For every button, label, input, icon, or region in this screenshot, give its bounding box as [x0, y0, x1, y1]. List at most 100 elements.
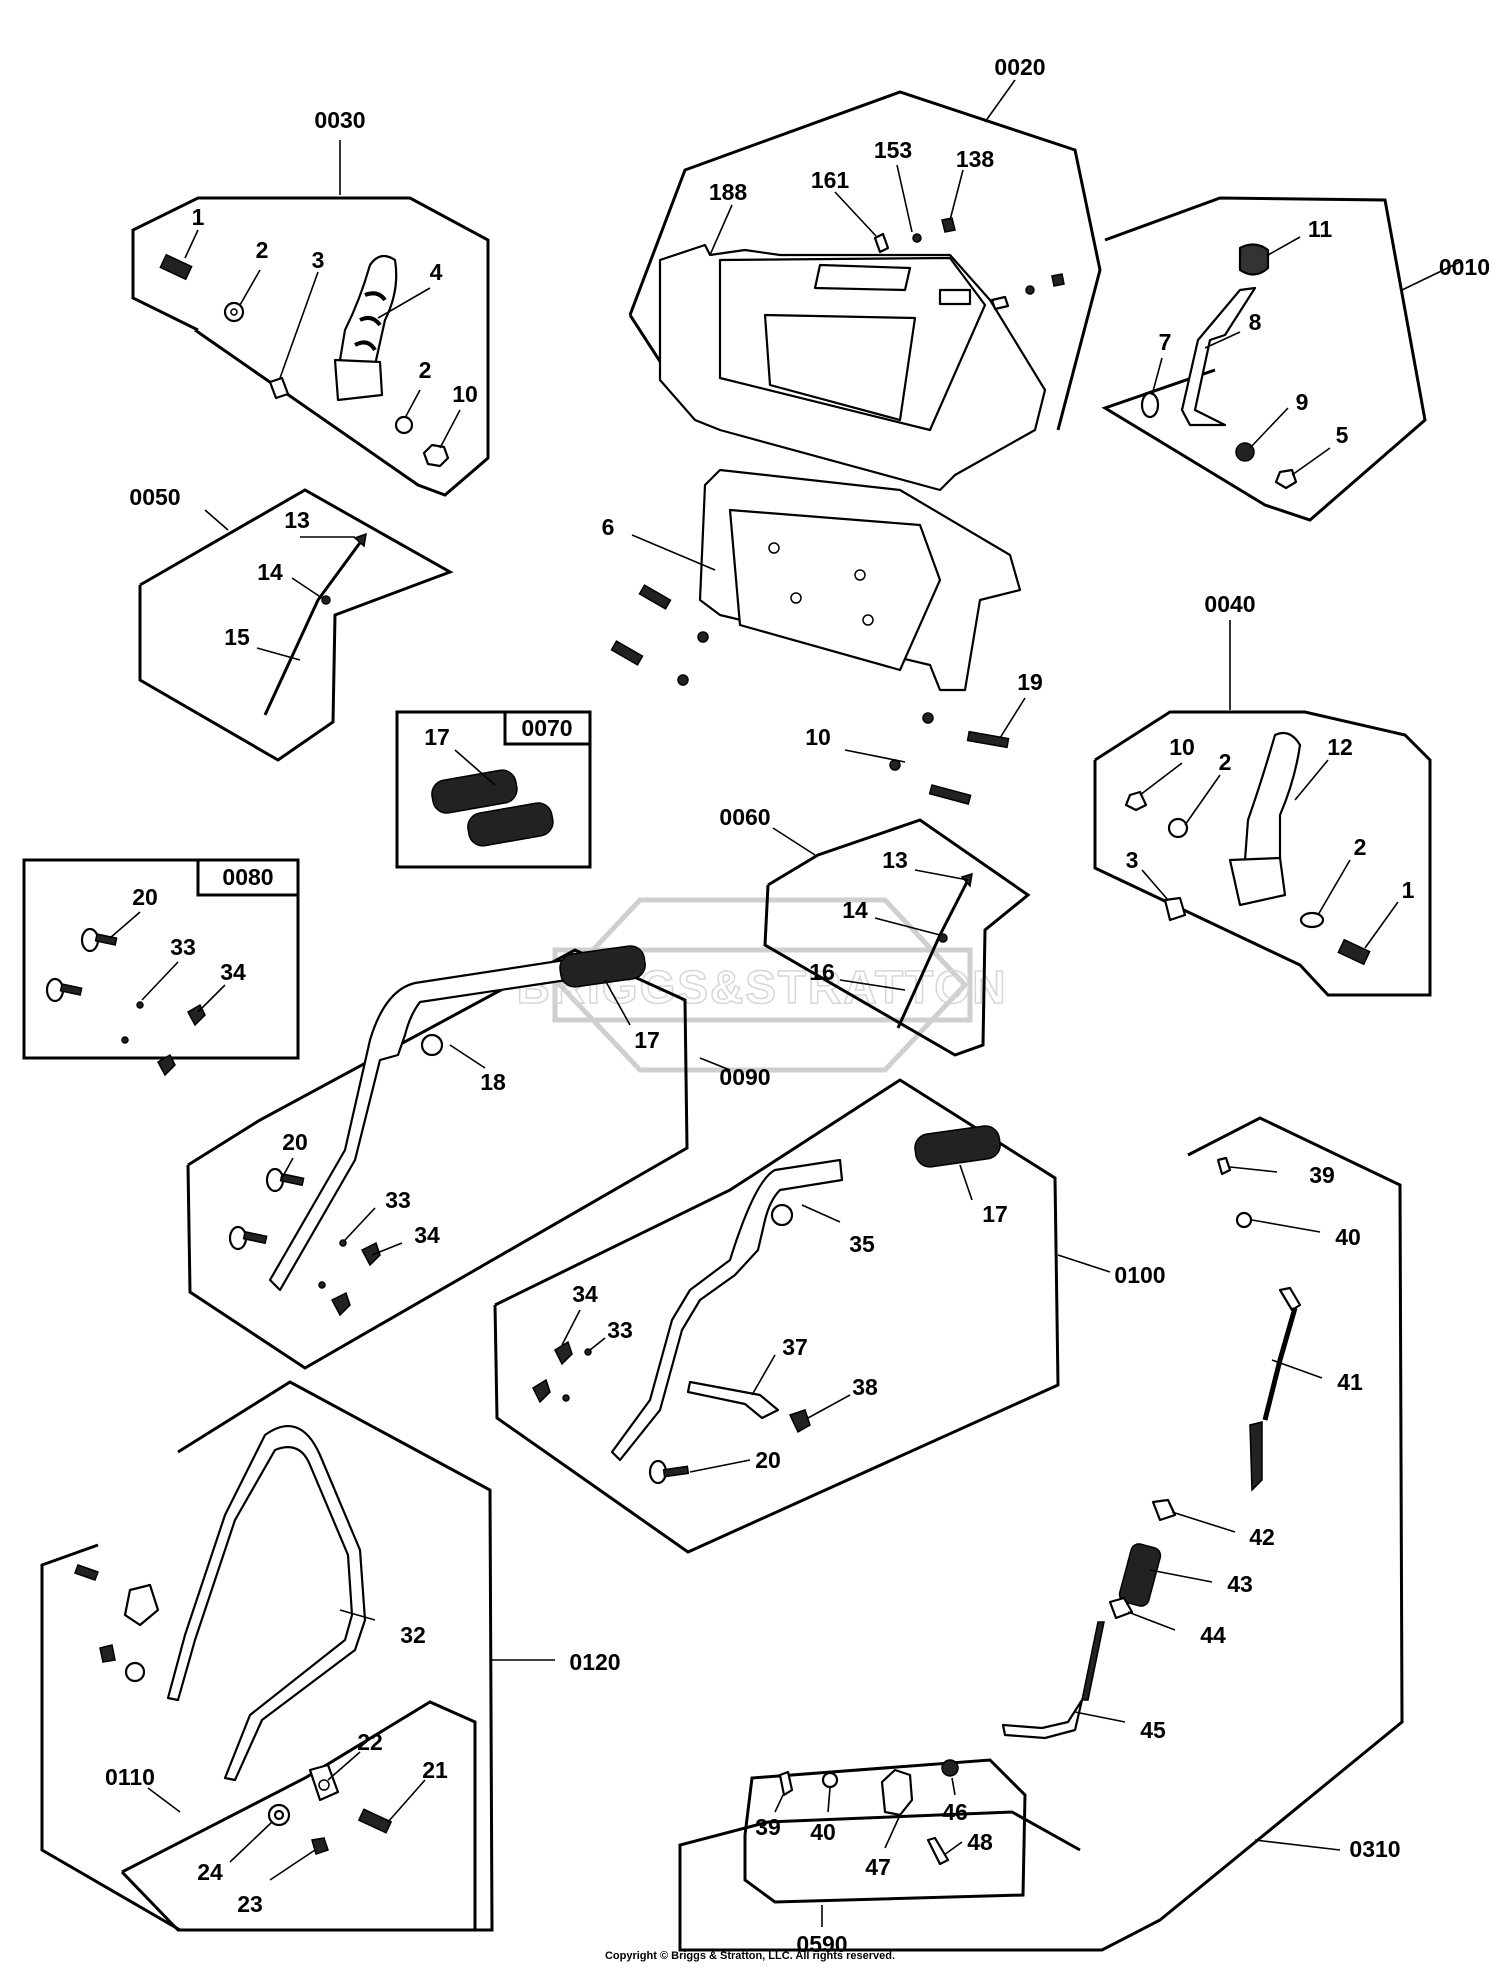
callout-10: 10 — [1169, 734, 1195, 760]
outline-0010 — [1101, 196, 1427, 522]
grips-0070 — [431, 769, 554, 847]
callout-2: 2 — [256, 237, 269, 263]
callout-6: 6 — [602, 514, 615, 540]
hardware-0080 — [45, 927, 206, 1077]
callout-45: 45 — [1140, 1717, 1166, 1743]
callout-37: 37 — [782, 1334, 808, 1360]
callout-20: 20 — [282, 1129, 308, 1155]
group-label-0010: 0010 — [1439, 254, 1490, 280]
callout-23: 23 — [237, 1891, 263, 1917]
callout-46: 46 — [942, 1799, 968, 1825]
dashboard-0020 — [658, 217, 1065, 492]
callout-33: 33 — [170, 934, 196, 960]
callout-3: 3 — [1126, 847, 1139, 873]
callout-2: 2 — [1354, 834, 1367, 860]
outline-0070-tab — [503, 710, 592, 746]
group-label-0080: 0080 — [222, 864, 273, 890]
parts-0590 — [778, 1759, 959, 1866]
callout-43: 43 — [1227, 1571, 1253, 1597]
callout-17: 17 — [982, 1201, 1008, 1227]
callout-34: 34 — [220, 959, 246, 985]
callout-153: 153 — [874, 137, 912, 163]
callout-9: 9 — [1296, 389, 1309, 415]
handle-0090 — [228, 945, 646, 1317]
callout-48: 48 — [967, 1829, 993, 1855]
outline-0110 — [120, 1700, 477, 1932]
bracket-6 — [610, 468, 1022, 805]
callout-5: 5 — [1336, 422, 1349, 448]
callout-1: 1 — [1402, 877, 1415, 903]
callout-3: 3 — [312, 247, 325, 273]
callout-11: 11 — [1308, 216, 1333, 242]
callout-10: 10 — [805, 724, 831, 750]
callout-138: 138 — [956, 146, 995, 172]
outline-0310 — [678, 1116, 1404, 1952]
callout-39: 39 — [755, 1814, 781, 1840]
callout-8: 8 — [1249, 309, 1262, 335]
callout-47: 47 — [865, 1854, 891, 1880]
callout-40: 40 — [1335, 1224, 1361, 1250]
outline-0590 — [743, 1758, 1027, 1904]
callout-2: 2 — [419, 357, 432, 383]
group-label-0590: 0590 — [796, 1931, 847, 1957]
callout-34: 34 — [572, 1281, 598, 1307]
group-outlines — [22, 90, 1432, 1952]
callout-20: 20 — [755, 1447, 781, 1473]
callout-41: 41 — [1337, 1369, 1363, 1395]
callout-13: 13 — [882, 847, 908, 873]
handle-0030 — [159, 253, 450, 468]
outline-0040 — [1093, 710, 1432, 997]
rod-assembly-0310 — [1001, 1156, 1302, 1740]
callout-14: 14 — [257, 559, 283, 585]
outline-0080 — [22, 858, 300, 1060]
callout-14: 14 — [842, 897, 868, 923]
callout-161: 161 — [811, 167, 850, 193]
outline-0080-tab — [196, 858, 300, 897]
callout-4: 4 — [430, 259, 443, 285]
callout-44: 44 — [1200, 1622, 1226, 1648]
outline-0070 — [395, 710, 592, 869]
callout-22: 22 — [357, 1729, 383, 1755]
group-label-0100: 0100 — [1114, 1262, 1165, 1288]
callout-1: 1 — [192, 204, 205, 230]
copyright-notice: Copyright © Briggs & Stratton, LLC. All … — [604, 1950, 896, 1962]
callout-10: 10 — [452, 381, 478, 407]
callout-12: 12 — [1327, 734, 1353, 760]
callout-33: 33 — [607, 1317, 633, 1343]
callout-labels: 1 2 3 4 2 10 188 161 153 138 11 8 7 9 5 … — [132, 137, 1414, 1917]
callout-40: 40 — [810, 1819, 836, 1845]
handle-0040 — [1124, 731, 1371, 966]
part-illustrations — [45, 217, 1371, 1866]
parts-0110 — [267, 1763, 393, 1855]
group-label-0090: 0090 — [719, 1064, 770, 1090]
handle-0100 — [532, 1125, 1001, 1485]
group-label-0310: 0310 — [1349, 1836, 1400, 1862]
group-label-0120: 0120 — [569, 1649, 620, 1675]
group-label-0050: 0050 — [129, 484, 180, 510]
callout-24: 24 — [197, 1859, 223, 1885]
callout-39: 39 — [1309, 1162, 1335, 1188]
lever-0010 — [1140, 243, 1298, 490]
callout-20: 20 — [132, 884, 158, 910]
callout-42: 42 — [1249, 1524, 1275, 1550]
group-label-0020: 0020 — [994, 54, 1045, 80]
callout-15: 15 — [224, 624, 250, 650]
callout-38: 38 — [852, 1374, 878, 1400]
callout-18: 18 — [480, 1069, 506, 1095]
group-label-0060: 0060 — [719, 804, 770, 830]
callout-35: 35 — [849, 1231, 875, 1257]
bail-0120 — [74, 1425, 367, 1782]
callout-19: 19 — [1017, 669, 1043, 695]
group-label-0040: 0040 — [1204, 591, 1255, 617]
callout-188: 188 — [709, 179, 748, 205]
leader-lines — [109, 79, 1461, 1927]
outline-0030 — [131, 196, 490, 497]
group-label-0030: 0030 — [314, 107, 365, 133]
callout-17: 17 — [424, 724, 450, 750]
group-labels: 0030 0020 0010 0050 0040 0060 0070 0080 … — [105, 54, 1490, 1957]
group-label-0110: 0110 — [105, 1764, 155, 1790]
outline-0090 — [186, 948, 689, 1370]
callout-17: 17 — [634, 1027, 660, 1053]
outline-0060 — [763, 818, 1031, 1057]
